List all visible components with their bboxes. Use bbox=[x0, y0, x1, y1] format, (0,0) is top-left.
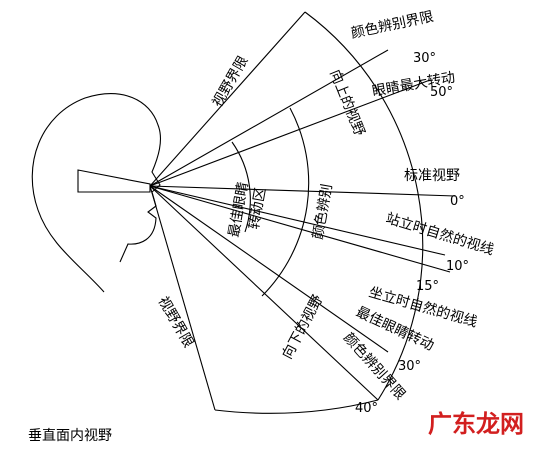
lower-field-limit-label: 视野界限 bbox=[155, 294, 197, 350]
eye-outline bbox=[77, 169, 151, 193]
standing-natural-label: 站立时自然的视线 bbox=[384, 210, 496, 259]
deg-40-down-label: 40° bbox=[355, 401, 378, 416]
deg-30-down-label: 30° bbox=[398, 359, 421, 374]
outer-arc bbox=[304, 11, 424, 401]
color-limit-upper-label: 颜色辨别界限 bbox=[349, 8, 435, 42]
upward-view-label: 向上的视野 bbox=[326, 68, 367, 139]
standard-view-label: 标准视野 bbox=[404, 168, 460, 184]
head-profile bbox=[31, 93, 161, 293]
inner-arc bbox=[231, 141, 251, 233]
deg-0-label: 0° bbox=[450, 194, 465, 209]
downward-view-label: 向下的视野 bbox=[279, 293, 326, 362]
best-eye-zone-label-2: 转动区 bbox=[246, 187, 269, 231]
outer-arc-lower-extension bbox=[214, 399, 379, 414]
deg-50-up-label: 50° bbox=[430, 85, 453, 100]
watermark-text: 广东龙网 bbox=[428, 410, 524, 438]
deg-10-label: 10° bbox=[446, 259, 469, 274]
deg-30-up-label: 30° bbox=[413, 51, 436, 66]
sight-rays bbox=[149, 11, 456, 411]
upper-field-limit-label: 视野界限 bbox=[210, 54, 252, 110]
deg-15-label: 15° bbox=[416, 279, 439, 294]
best-eye-zone-label-1: 最佳眼睛 bbox=[226, 181, 251, 239]
caption-label: 垂直面内视野 bbox=[28, 427, 112, 444]
middle-arc bbox=[261, 107, 310, 297]
